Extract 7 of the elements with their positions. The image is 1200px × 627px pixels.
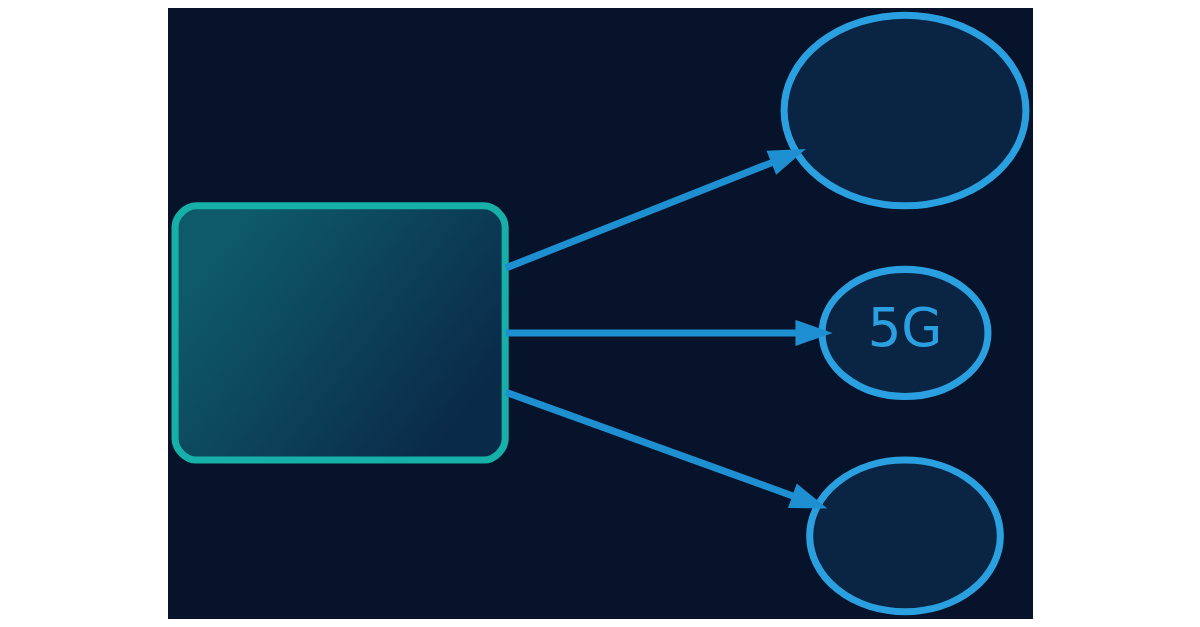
arrow [505,319,833,346]
node-circle [805,456,1004,616]
arrow [503,149,806,272]
node-box [171,202,509,464]
node-circle [780,11,1029,210]
arrow [504,388,827,509]
node-ellipse: 5G [818,265,991,400]
